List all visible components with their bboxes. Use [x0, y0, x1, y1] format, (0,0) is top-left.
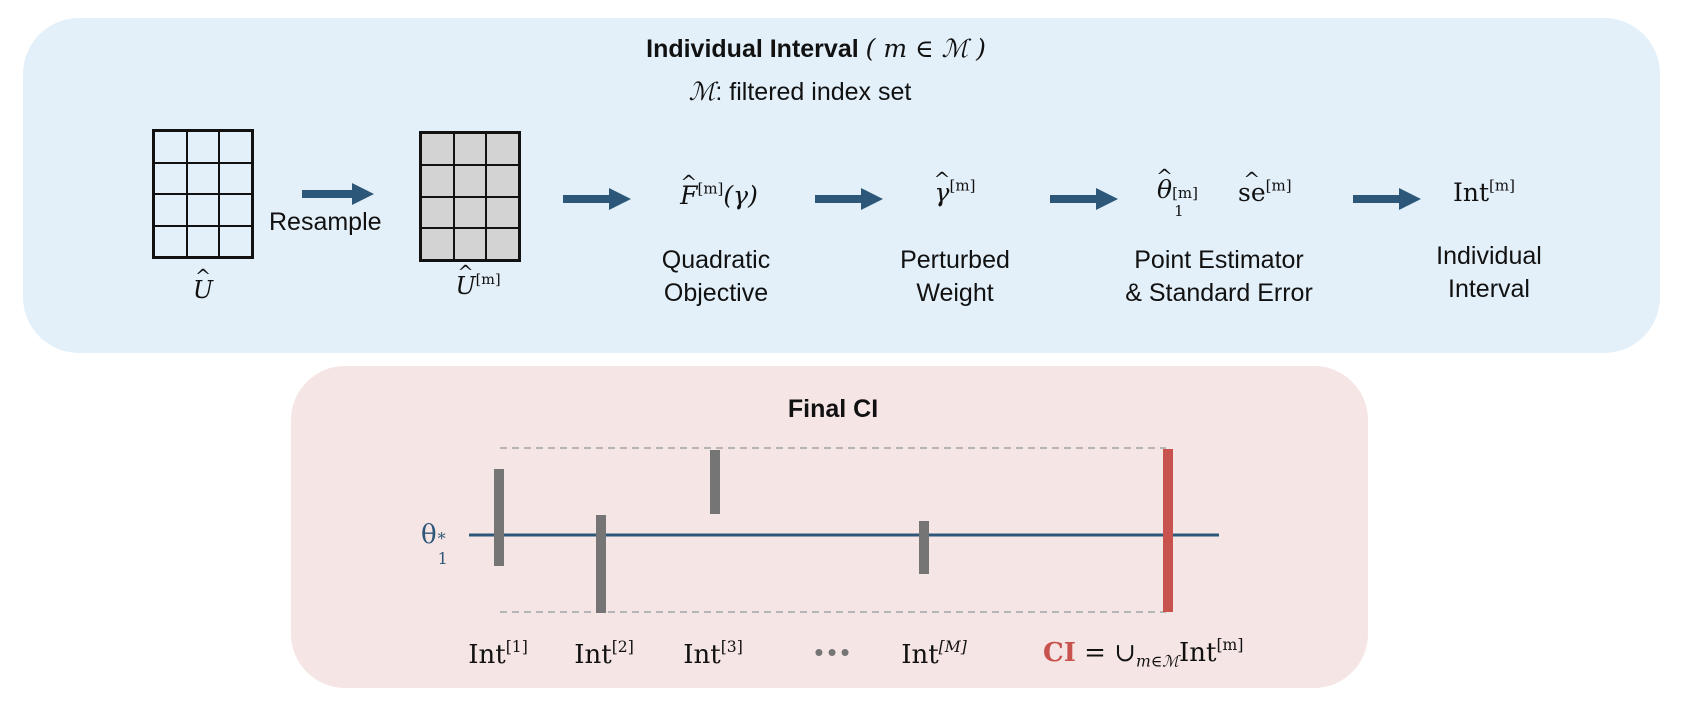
int-3-label: Int[3] — [683, 638, 743, 670]
f-hat-symbol: F — [680, 181, 697, 210]
individual-interval-panel — [23, 18, 1660, 353]
theta-hat-expression: θ[m]1 — [1157, 175, 1210, 220]
u-hat-label: U — [193, 276, 213, 304]
title-bold: Individual Interval — [646, 35, 859, 63]
perturbed-weight-label: Perturbed Weight — [900, 244, 1010, 310]
theta-hat-symbol: θ — [1157, 175, 1172, 204]
ci-union-subscript: m∈ℳ — [1135, 652, 1179, 671]
int-2-text: Int — [574, 640, 612, 670]
title-math: ( m ∈ ℳ ) — [865, 34, 986, 63]
individual-interval-title: Individual Interval ( m ∈ ℳ ) — [646, 34, 986, 64]
se-hat-symbol: se — [1238, 178, 1266, 207]
f-hat-expression: F[m](γ) — [680, 181, 758, 210]
resample-arrow — [302, 183, 374, 205]
ci-union-formula: CI = ∪m∈ℳInt[m] — [1043, 636, 1244, 671]
int-1-label: Int[1] — [468, 638, 528, 670]
final-ci-title: Final CI — [787, 395, 879, 423]
se-hat-sup: [m] — [1265, 176, 1292, 195]
f-hat-sup: [m] — [697, 179, 724, 198]
arrow-to-objective — [563, 188, 631, 210]
u-hat-m-symbol: U — [455, 272, 475, 300]
u-hat-m-label: U[m] — [455, 272, 500, 300]
point-estimator-line2: & Standard Error — [1125, 279, 1313, 307]
final-ci-panel — [291, 366, 1368, 688]
theta-hat-sup: [m] — [1172, 184, 1198, 202]
point-estimator-line1: Point Estimator — [1134, 246, 1304, 274]
theta-star-label: θ*1 — [421, 520, 451, 568]
int-1-text: Int — [468, 640, 506, 670]
int-M-text: Int — [901, 640, 939, 670]
interval-bar-2 — [596, 515, 606, 613]
final-ci-bar — [1163, 449, 1173, 612]
subtitle-math-symbol: ℳ — [688, 77, 716, 106]
perturbed-line1: Perturbed — [900, 246, 1010, 274]
int-2-label: Int[2] — [574, 638, 634, 670]
ci-equals-union: = ∪ — [1075, 638, 1136, 668]
int-m-expression: Int[m] — [1453, 178, 1515, 207]
individual-line2: Interval — [1448, 275, 1530, 303]
quadratic-line2: Objective — [663, 279, 769, 307]
individual-line1: Individual — [1436, 242, 1542, 270]
gamma-hat-sup: [m] — [949, 176, 976, 195]
gamma-hat-symbol: γ — [935, 178, 950, 207]
matrix-u-hat-m — [419, 131, 521, 262]
gamma-hat-expression: γ[m] — [935, 178, 976, 207]
quadratic-line1: Quadratic — [661, 246, 771, 274]
int-3-text: Int — [683, 640, 721, 670]
theta-star-sup: * — [437, 529, 446, 548]
ellipsis-dots: ••• — [814, 637, 854, 667]
int-M-sup: [M] — [938, 638, 967, 657]
ci-int-text: Int — [1178, 638, 1217, 668]
arrow-to-weight — [815, 188, 883, 210]
resample-label: Resample — [269, 208, 382, 236]
int-m-sup: [m] — [1489, 176, 1515, 195]
arrow-to-interval — [1353, 188, 1421, 210]
int-m-label: Int — [1453, 178, 1490, 207]
int-1-sup: [1] — [505, 638, 528, 657]
u-hat-symbol: U — [193, 276, 213, 304]
se-hat-expression: se[m] — [1238, 178, 1292, 207]
subtitle-text: : filtered index set — [715, 78, 912, 106]
theta-star-sub: 1 — [437, 549, 448, 568]
f-hat-arg: (γ) — [723, 181, 758, 210]
theta-star-symbol: θ — [421, 520, 437, 550]
interval-bar-3 — [710, 450, 720, 514]
arrow-to-estimator — [1050, 188, 1118, 210]
int-2-sup: [2] — [611, 638, 634, 657]
point-estimator-label: Point Estimator & Standard Error — [1125, 244, 1313, 310]
individual-interval-label: Individual Interval — [1436, 240, 1542, 306]
int-3-sup: [3] — [720, 638, 743, 657]
perturbed-line2: Weight — [916, 279, 994, 307]
matrix-u-hat — [152, 129, 254, 259]
ci-label: CI — [1043, 638, 1076, 668]
ci-int-sup: [m] — [1216, 636, 1244, 655]
interval-bar-M — [919, 521, 929, 574]
int-M-label: Int[M] — [901, 638, 967, 670]
u-hat-m-sup: [m] — [475, 271, 501, 288]
interval-bar-1 — [494, 469, 504, 566]
quadratic-objective-label: Quadratic Objective — [662, 244, 770, 310]
filtered-index-subtitle: ℳ: filtered index set — [689, 77, 912, 107]
theta-hat-sub: 1 — [1174, 202, 1184, 220]
